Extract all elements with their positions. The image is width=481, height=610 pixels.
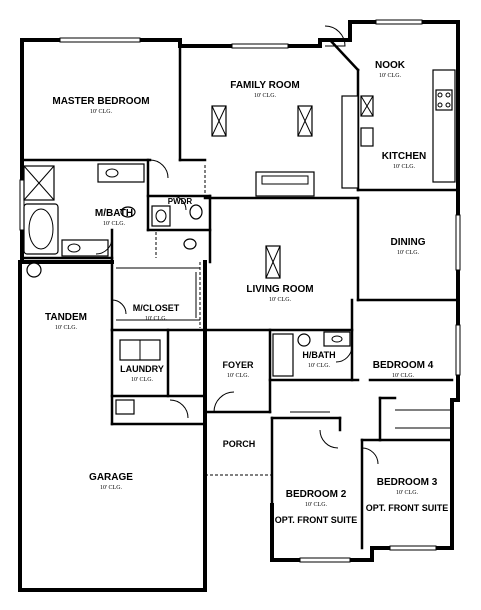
- h-bath-label: H/BATH: [302, 350, 335, 360]
- bedroom-4-ceiling: 10' CLG.: [392, 373, 415, 379]
- bedroom-2-ceiling: 10' CLG.: [305, 502, 328, 508]
- dashed-lines: [155, 165, 272, 476]
- toilet-icon: [120, 206, 136, 218]
- garage-ceiling: 10' CLG.: [100, 485, 123, 491]
- living-room-ceiling: 10' CLG.: [269, 297, 292, 303]
- doors: [95, 25, 379, 465]
- bedroom-3-note: OPT. FRONT SUITE: [366, 503, 449, 513]
- family-room-label: FAMILY ROOM: [230, 80, 299, 91]
- master-bedroom-label: MASTER BEDROOM: [52, 96, 149, 107]
- h-bath-ceiling: 10' CLG.: [308, 363, 331, 369]
- master-bedroom-ceiling: 10' CLG.: [90, 109, 113, 115]
- interior-walls: [20, 38, 460, 550]
- kitchen-ceiling: 10' CLG.: [393, 164, 416, 170]
- fixtures: [23, 69, 456, 429]
- m-closet-ceiling: 10' CLG.: [145, 316, 168, 322]
- bedroom-4-label: BEDROOM 4: [373, 360, 434, 371]
- garage-label: GARAGE: [89, 472, 133, 483]
- laundry-label: LAUNDRY: [120, 364, 164, 374]
- kitchen-label: KITCHEN: [382, 151, 426, 162]
- vanity-icon: [97, 163, 145, 183]
- m-bath-ceiling: 10' CLG.: [103, 221, 126, 227]
- bedroom-3-label: BEDROOM 3: [377, 477, 438, 488]
- tandem-label: TANDEM: [45, 312, 87, 323]
- room-labels: MASTER BEDROOM 10' CLG. FAMILY ROOM 10' …: [45, 60, 448, 525]
- porch-label: PORCH: [223, 439, 256, 449]
- laundry-ceiling: 10' CLG.: [131, 377, 154, 383]
- family-room-ceiling: 10' CLG.: [254, 93, 277, 99]
- windows: [19, 19, 461, 563]
- m-bath-label: M/BATH: [95, 208, 133, 219]
- dining-ceiling: 10' CLG.: [397, 250, 420, 256]
- bedroom-3-ceiling: 10' CLG.: [396, 490, 419, 496]
- dining-label: DINING: [391, 237, 426, 248]
- sink-icon: [360, 127, 374, 147]
- tandem-ceiling: 10' CLG.: [55, 325, 78, 331]
- pwdr-label: PWDR: [168, 197, 193, 206]
- bedroom-2-label: BEDROOM 2: [286, 489, 347, 500]
- bathtub-icon: [23, 203, 59, 255]
- nook-ceiling: 10' CLG.: [379, 73, 402, 79]
- living-room-label: LIVING ROOM: [246, 284, 313, 295]
- nook-label: NOOK: [375, 60, 406, 71]
- kitchen-counter-icon: [341, 95, 359, 189]
- bedroom-2-note: OPT. FRONT SUITE: [275, 515, 358, 525]
- foyer-label: FOYER: [222, 360, 254, 370]
- foyer-ceiling: 10' CLG.: [227, 373, 250, 379]
- m-closet-label: M/CLOSET: [133, 303, 180, 313]
